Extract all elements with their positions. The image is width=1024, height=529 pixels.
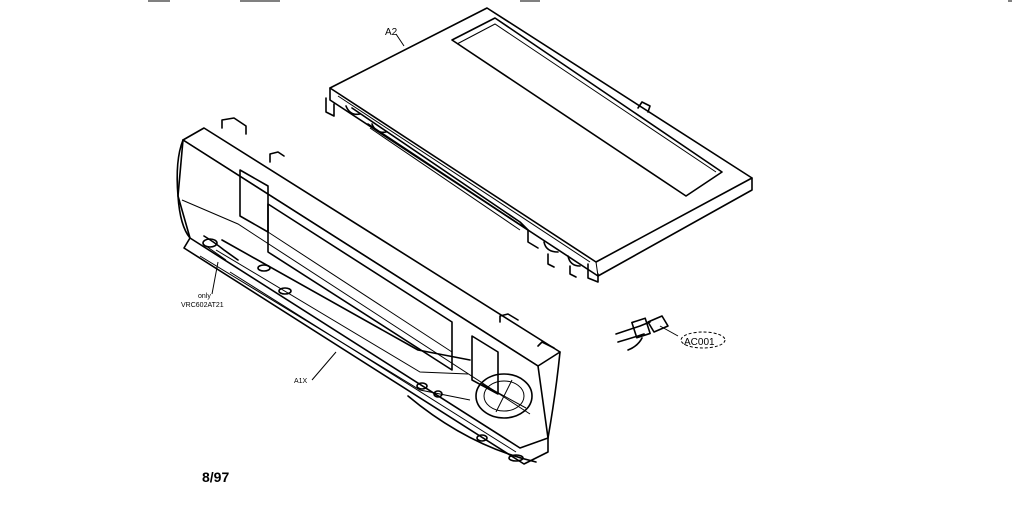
label-model-number: VRC602AT21 (181, 302, 224, 309)
label-date: 8/97 (202, 469, 229, 485)
top-cover-a2 (325, 7, 753, 283)
label-a1x: A1X (294, 378, 308, 385)
front-bezel-a1x (176, 117, 561, 465)
label-only: only (198, 293, 211, 300)
ac-cord-part (615, 315, 726, 351)
label-a2: A2 (385, 27, 398, 38)
label-ac001: AC001 (684, 337, 715, 348)
